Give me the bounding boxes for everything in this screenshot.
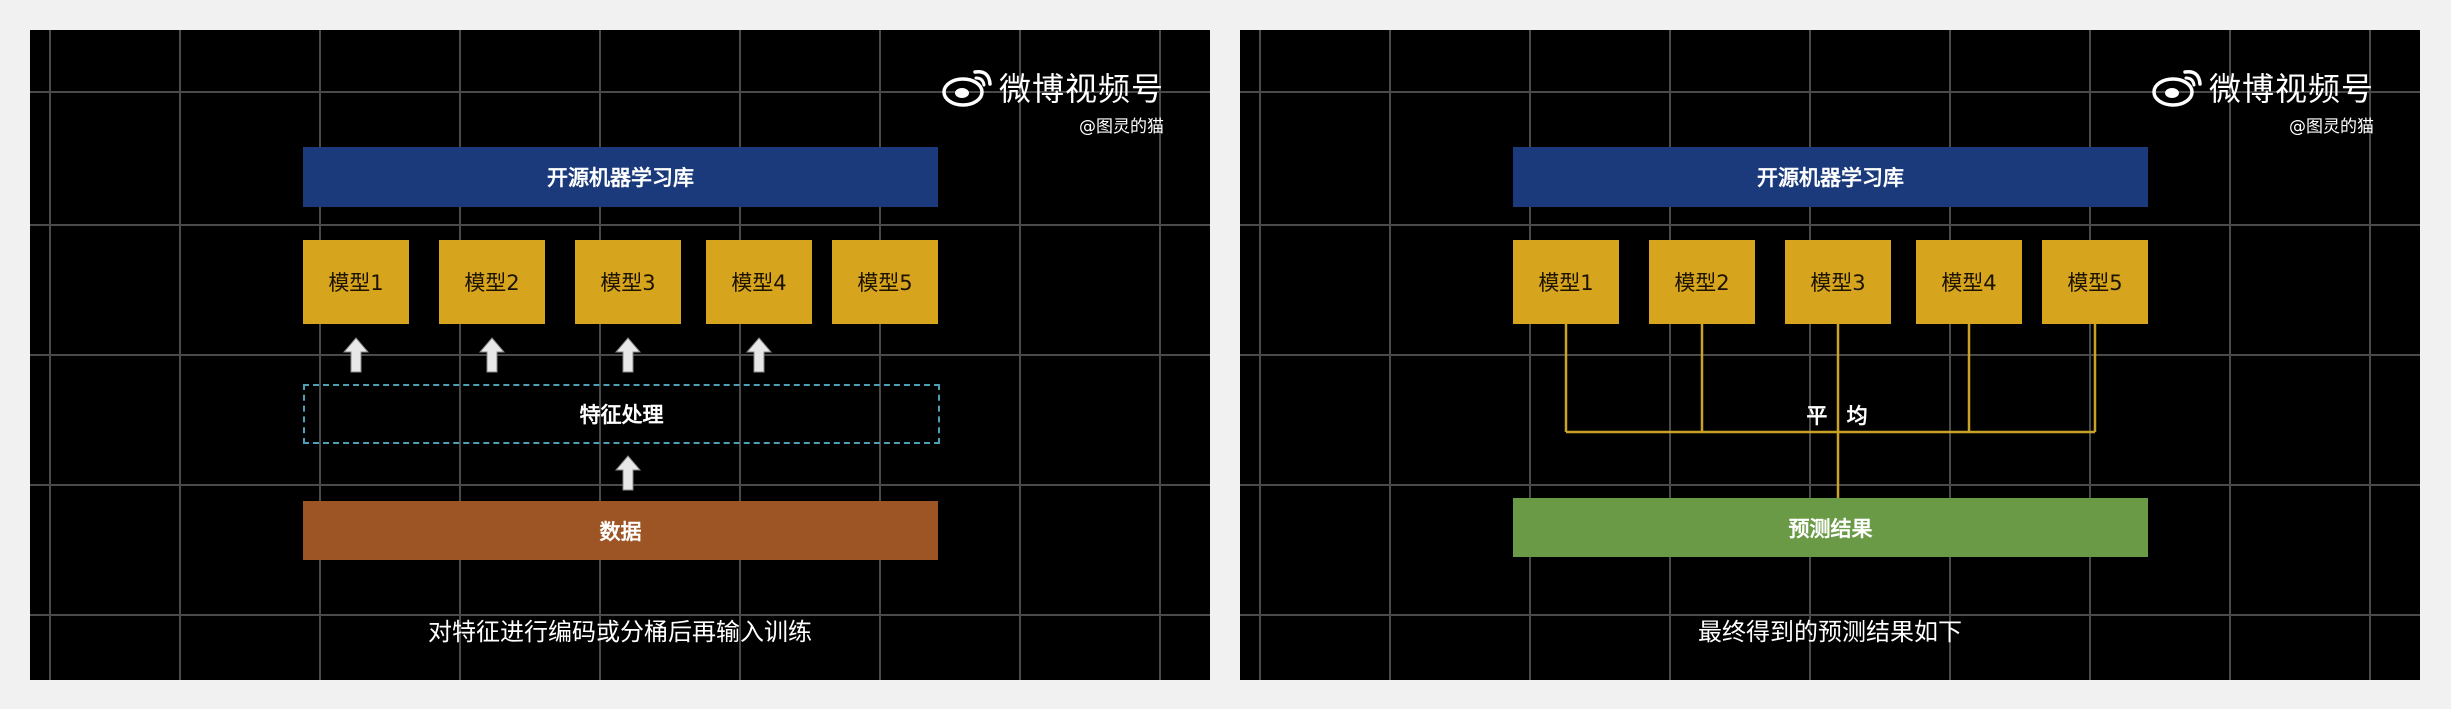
watermark: 微博视频号 @图灵的猫 <box>2151 64 2374 137</box>
model-box-2: 模型2 <box>439 240 545 324</box>
model-box-4: 模型4 <box>1916 240 2022 324</box>
up-arrow-icon <box>614 337 642 373</box>
model-box-5: 模型5 <box>2042 240 2148 324</box>
weibo-logo-icon <box>2152 70 2202 107</box>
left-slide-panel: 微博视频号 @图灵的猫 开源机器学习库 模型1 模型2 模型3 模型4 模型5 … <box>30 30 1210 680</box>
averaging-connectors <box>1564 324 2097 498</box>
model-box-1: 模型1 <box>1513 240 1619 324</box>
model-box-2: 模型2 <box>1649 240 1755 324</box>
data-box: 数据 <box>303 501 938 560</box>
up-arrow-icon <box>342 337 370 373</box>
caption: 最终得到的预测结果如下 <box>1698 618 1962 646</box>
caption: 对特征进行编码或分桶后再输入训练 <box>428 618 812 646</box>
model-box-1: 模型1 <box>303 240 409 324</box>
model-box-4: 模型4 <box>706 240 812 324</box>
model-box-3: 模型3 <box>575 240 681 324</box>
watermark-name: 微博视频号 <box>998 70 1164 108</box>
library-box: 开源机器学习库 <box>1513 147 2148 207</box>
up-arrow-icon <box>745 337 773 373</box>
watermark-name: 微博视频号 <box>2208 70 2374 108</box>
average-label: 平 均 <box>1806 404 1874 428</box>
up-arrow-icon <box>614 455 642 491</box>
grid-background <box>30 30 1210 680</box>
grid-background <box>1240 30 2420 680</box>
watermark-handle: @图灵的猫 <box>2289 117 2374 137</box>
library-box: 开源机器学习库 <box>303 147 938 207</box>
model-box-3: 模型3 <box>1785 240 1891 324</box>
watermark-handle: @图灵的猫 <box>1079 117 1164 137</box>
weibo-logo-icon <box>942 70 992 107</box>
right-slide-panel: 微博视频号 @图灵的猫 开源机器学习库 模型1 模型2 模型3 模型4 模型5 … <box>1240 30 2420 680</box>
feature-processing-box: 特征处理 <box>303 384 940 444</box>
watermark: 微博视频号 @图灵的猫 <box>941 64 1164 137</box>
prediction-result-box: 预测结果 <box>1513 498 2148 557</box>
model-box-5: 模型5 <box>832 240 938 324</box>
up-arrow-icon <box>478 337 506 373</box>
